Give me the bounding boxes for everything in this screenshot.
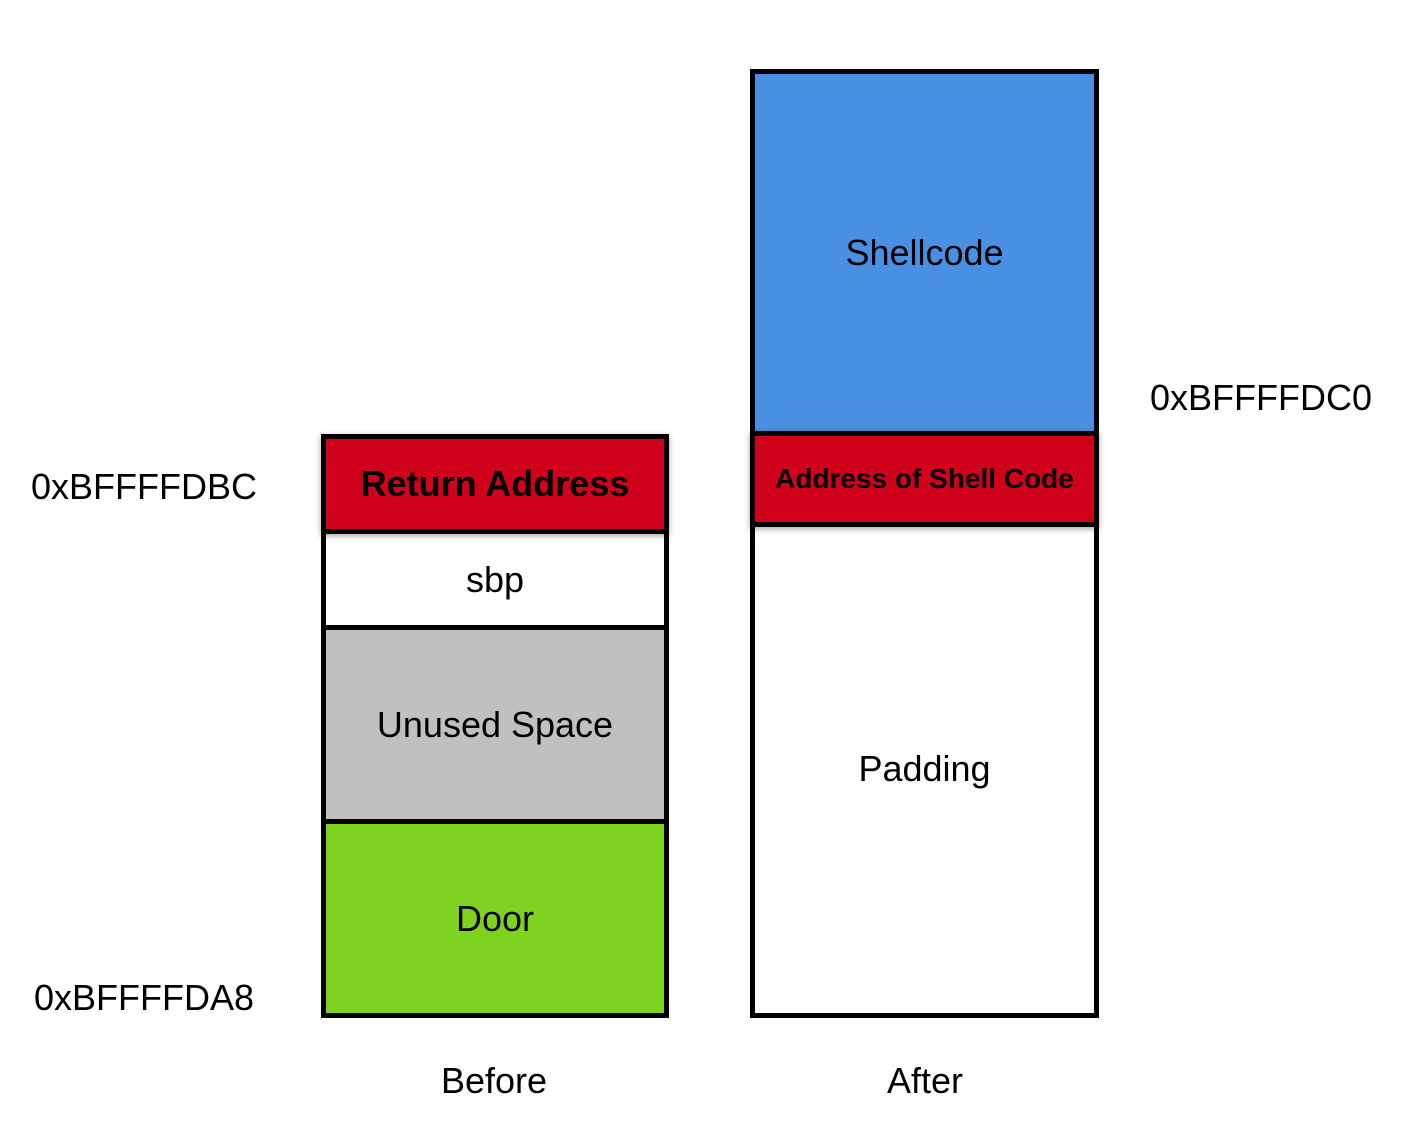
after-caption: After xyxy=(886,1060,964,1101)
padding-block: Padding xyxy=(750,520,1099,1018)
door-label: Door xyxy=(455,897,535,939)
door-block: Door xyxy=(321,819,669,1018)
return-address-label: Return Address xyxy=(360,463,630,504)
unused-space-block: Unused Space xyxy=(321,625,669,824)
address-of-shell-code-label: Address of Shell Code xyxy=(775,463,1074,494)
address-label-return-address: 0xBFFFFDBC xyxy=(31,466,258,507)
return-address-block: Return Address xyxy=(321,434,669,534)
address-label-door-bottom: 0xBFFFFDA8 xyxy=(34,977,255,1018)
sbp-label: sbp xyxy=(465,558,525,600)
address-of-shell-code-block: Address of Shell Code xyxy=(750,431,1099,527)
before-caption: Before xyxy=(440,1060,548,1101)
unused-space-label: Unused Space xyxy=(376,703,614,745)
address-label-shellcode: 0xBFFFFDC0 xyxy=(1150,377,1373,418)
sbp-block: sbp xyxy=(321,529,669,630)
shellcode-label: Shellcode xyxy=(845,231,1004,273)
padding-label: Padding xyxy=(858,748,991,789)
shellcode-block: Shellcode xyxy=(750,69,1099,436)
